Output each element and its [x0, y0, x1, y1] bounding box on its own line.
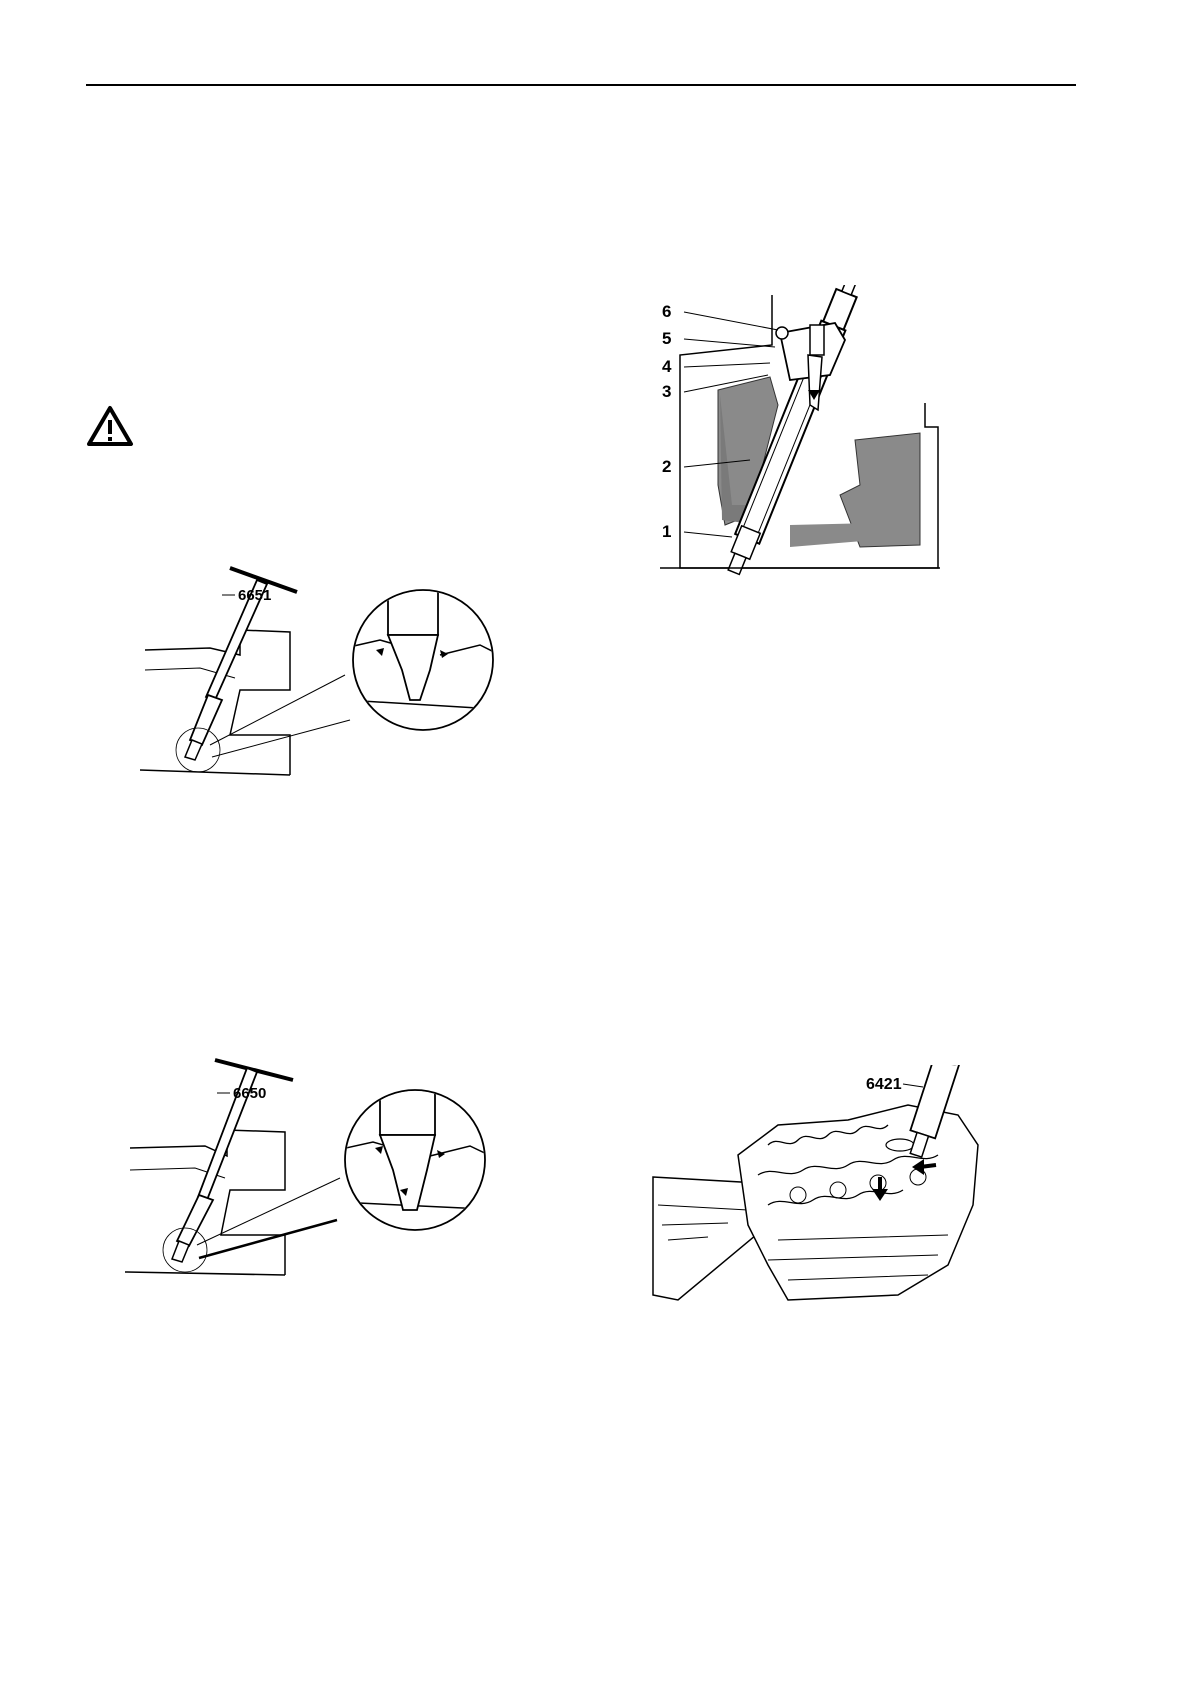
callout-1: 1 [662, 522, 732, 541]
callout-label-4: 4 [662, 357, 672, 376]
callout-label-1: 1 [662, 522, 671, 541]
callout-5: 5 [662, 329, 775, 348]
tool-number-6421: 6421 [866, 1076, 902, 1093]
reamer-6650-figure: 6650 [125, 1050, 510, 1280]
callout-4: 4 [662, 357, 770, 376]
installer-6421-figure: 6421 [648, 1065, 988, 1305]
callout-label-6: 6 [662, 302, 671, 321]
callout-label-2: 2 [662, 457, 671, 476]
injector-section-figure: 6 5 4 3 2 1 [660, 285, 940, 590]
callout-label-5: 5 [662, 329, 671, 348]
tool-number-6651: 6651 [238, 587, 271, 604]
header-rule [86, 84, 1076, 86]
tool-number-6650: 6650 [233, 1085, 266, 1102]
warning-triangle-icon [86, 405, 134, 447]
callout-label-3: 3 [662, 382, 671, 401]
callout-6: 6 [662, 302, 778, 330]
reamer-6651-figure: 6651 [140, 560, 515, 782]
